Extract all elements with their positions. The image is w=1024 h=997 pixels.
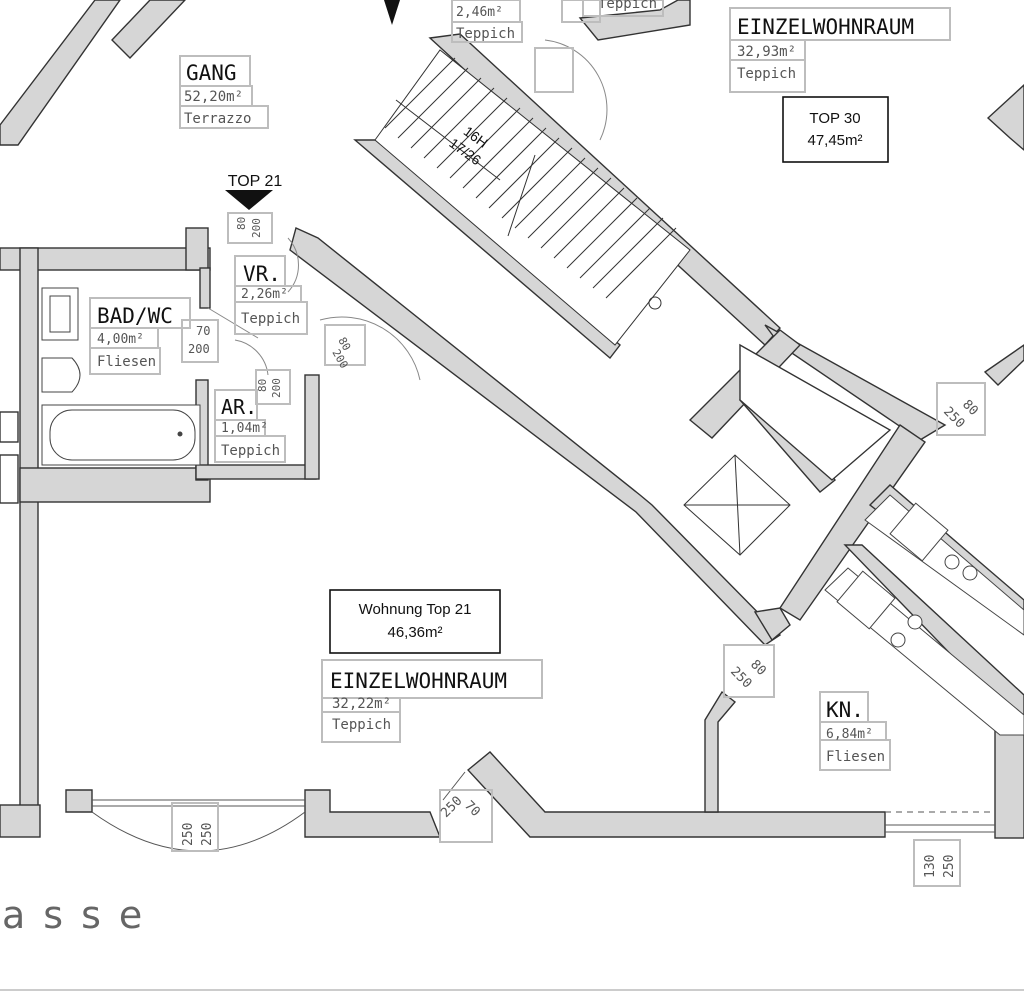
elevator-shaft <box>683 454 791 556</box>
room-ar-name: AR. <box>221 395 257 419</box>
unit-box-top30: TOP 30 47,45m² <box>782 96 889 163</box>
room-vr-area: 2,26m² <box>241 287 288 302</box>
room-einzel-top30-name: EINZELWOHNRAUM <box>737 15 914 39</box>
room-label-einzel-top30 <box>729 7 951 93</box>
entrance-arrow-icon <box>225 190 273 210</box>
room-label-vr <box>234 255 308 335</box>
svg-text:200: 200 <box>270 378 283 398</box>
room-einzel-top21-area: 32,22m² <box>332 696 391 712</box>
room-einzel-top21-name: EINZELWOHNRAUM <box>330 669 507 693</box>
staircase <box>374 49 691 346</box>
door-dim-d1: 70 200 <box>181 319 219 363</box>
svg-text:200: 200 <box>188 342 210 356</box>
svg-text:250: 250 <box>181 823 196 846</box>
room-vr-name: VR. <box>243 262 281 286</box>
room-einzel-top30-floor: Teppich <box>737 66 796 82</box>
room-label-top-partial <box>451 0 664 43</box>
svg-text:250: 250 <box>942 855 957 878</box>
room-badwc-name: BAD/WC <box>97 304 173 328</box>
door-dim-d7: 130 250 <box>913 839 961 887</box>
room-einzel-top21-floor: Teppich <box>332 717 391 733</box>
svg-text:80: 80 <box>256 379 269 392</box>
room-top-right-partial-floor: Teppich <box>598 0 657 12</box>
unit-top30-name: TOP 30 <box>809 110 860 127</box>
room-ar-floor: Teppich <box>221 443 280 459</box>
door-dim-top <box>534 0 601 93</box>
room-gang-name: GANG <box>186 61 237 85</box>
room-label-gang <box>179 55 269 129</box>
door-dim-d6: 250 250 <box>171 802 219 852</box>
room-kn-area: 6,84m² <box>826 727 873 742</box>
svg-text:200: 200 <box>250 218 263 238</box>
svg-text:200: 200 <box>329 347 350 371</box>
kitchen-fixtures <box>824 494 1024 736</box>
room-einzel-top30-area: 32,93m² <box>737 44 796 60</box>
room-label-kn <box>819 691 891 771</box>
svg-text:70: 70 <box>461 798 483 820</box>
room-kn-name: KN. <box>826 698 864 722</box>
top-entrance-arrow-icon <box>384 0 400 25</box>
unit-box-top21: Wohnung Top 21 46,36m² <box>329 589 501 654</box>
door-dim-d2: 80 200 <box>227 212 273 244</box>
room-gang-area: 52,20m² <box>184 89 243 105</box>
door-dim-d5: 70 250 <box>438 789 493 843</box>
svg-text:250: 250 <box>438 794 465 821</box>
svg-text:250: 250 <box>200 823 215 846</box>
street-name: asse <box>2 893 160 937</box>
room-kn-floor: Fliesen <box>826 749 885 765</box>
room-gang-floor: Terrazzo <box>184 111 251 127</box>
room-top-partial-area: 2,46m² <box>456 5 503 20</box>
entrance-marker: TOP 21 <box>225 0 400 210</box>
svg-text:80: 80 <box>335 335 353 353</box>
room-label-einzel-top21 <box>321 659 543 743</box>
door-dim-d3: 80 250 <box>936 382 986 436</box>
room-ar-area: 1,04m² <box>221 421 268 436</box>
unit-top21-area: 46,36m² <box>387 624 442 641</box>
room-badwc-area: 4,00m² <box>97 332 144 347</box>
door-dim-d4: 80 250 <box>723 644 775 698</box>
room-vr-floor: Teppich <box>241 311 300 327</box>
door-dim-d8: 80 200 <box>255 369 291 405</box>
unit-top21-name: Wohnung Top 21 <box>359 601 472 618</box>
bathroom-fixtures <box>41 287 201 466</box>
svg-text:70: 70 <box>196 324 210 338</box>
door-dim-d9: 80 200 <box>324 324 366 371</box>
unit-top30-area: 47,45m² <box>807 132 862 149</box>
room-badwc-floor: Fliesen <box>97 354 156 370</box>
svg-text:130: 130 <box>923 855 938 878</box>
room-label-badwc <box>89 297 191 375</box>
svg-text:80: 80 <box>235 217 248 230</box>
entrance-marker-label: TOP 21 <box>228 173 283 190</box>
room-top-partial-floor: Teppich <box>456 26 515 42</box>
